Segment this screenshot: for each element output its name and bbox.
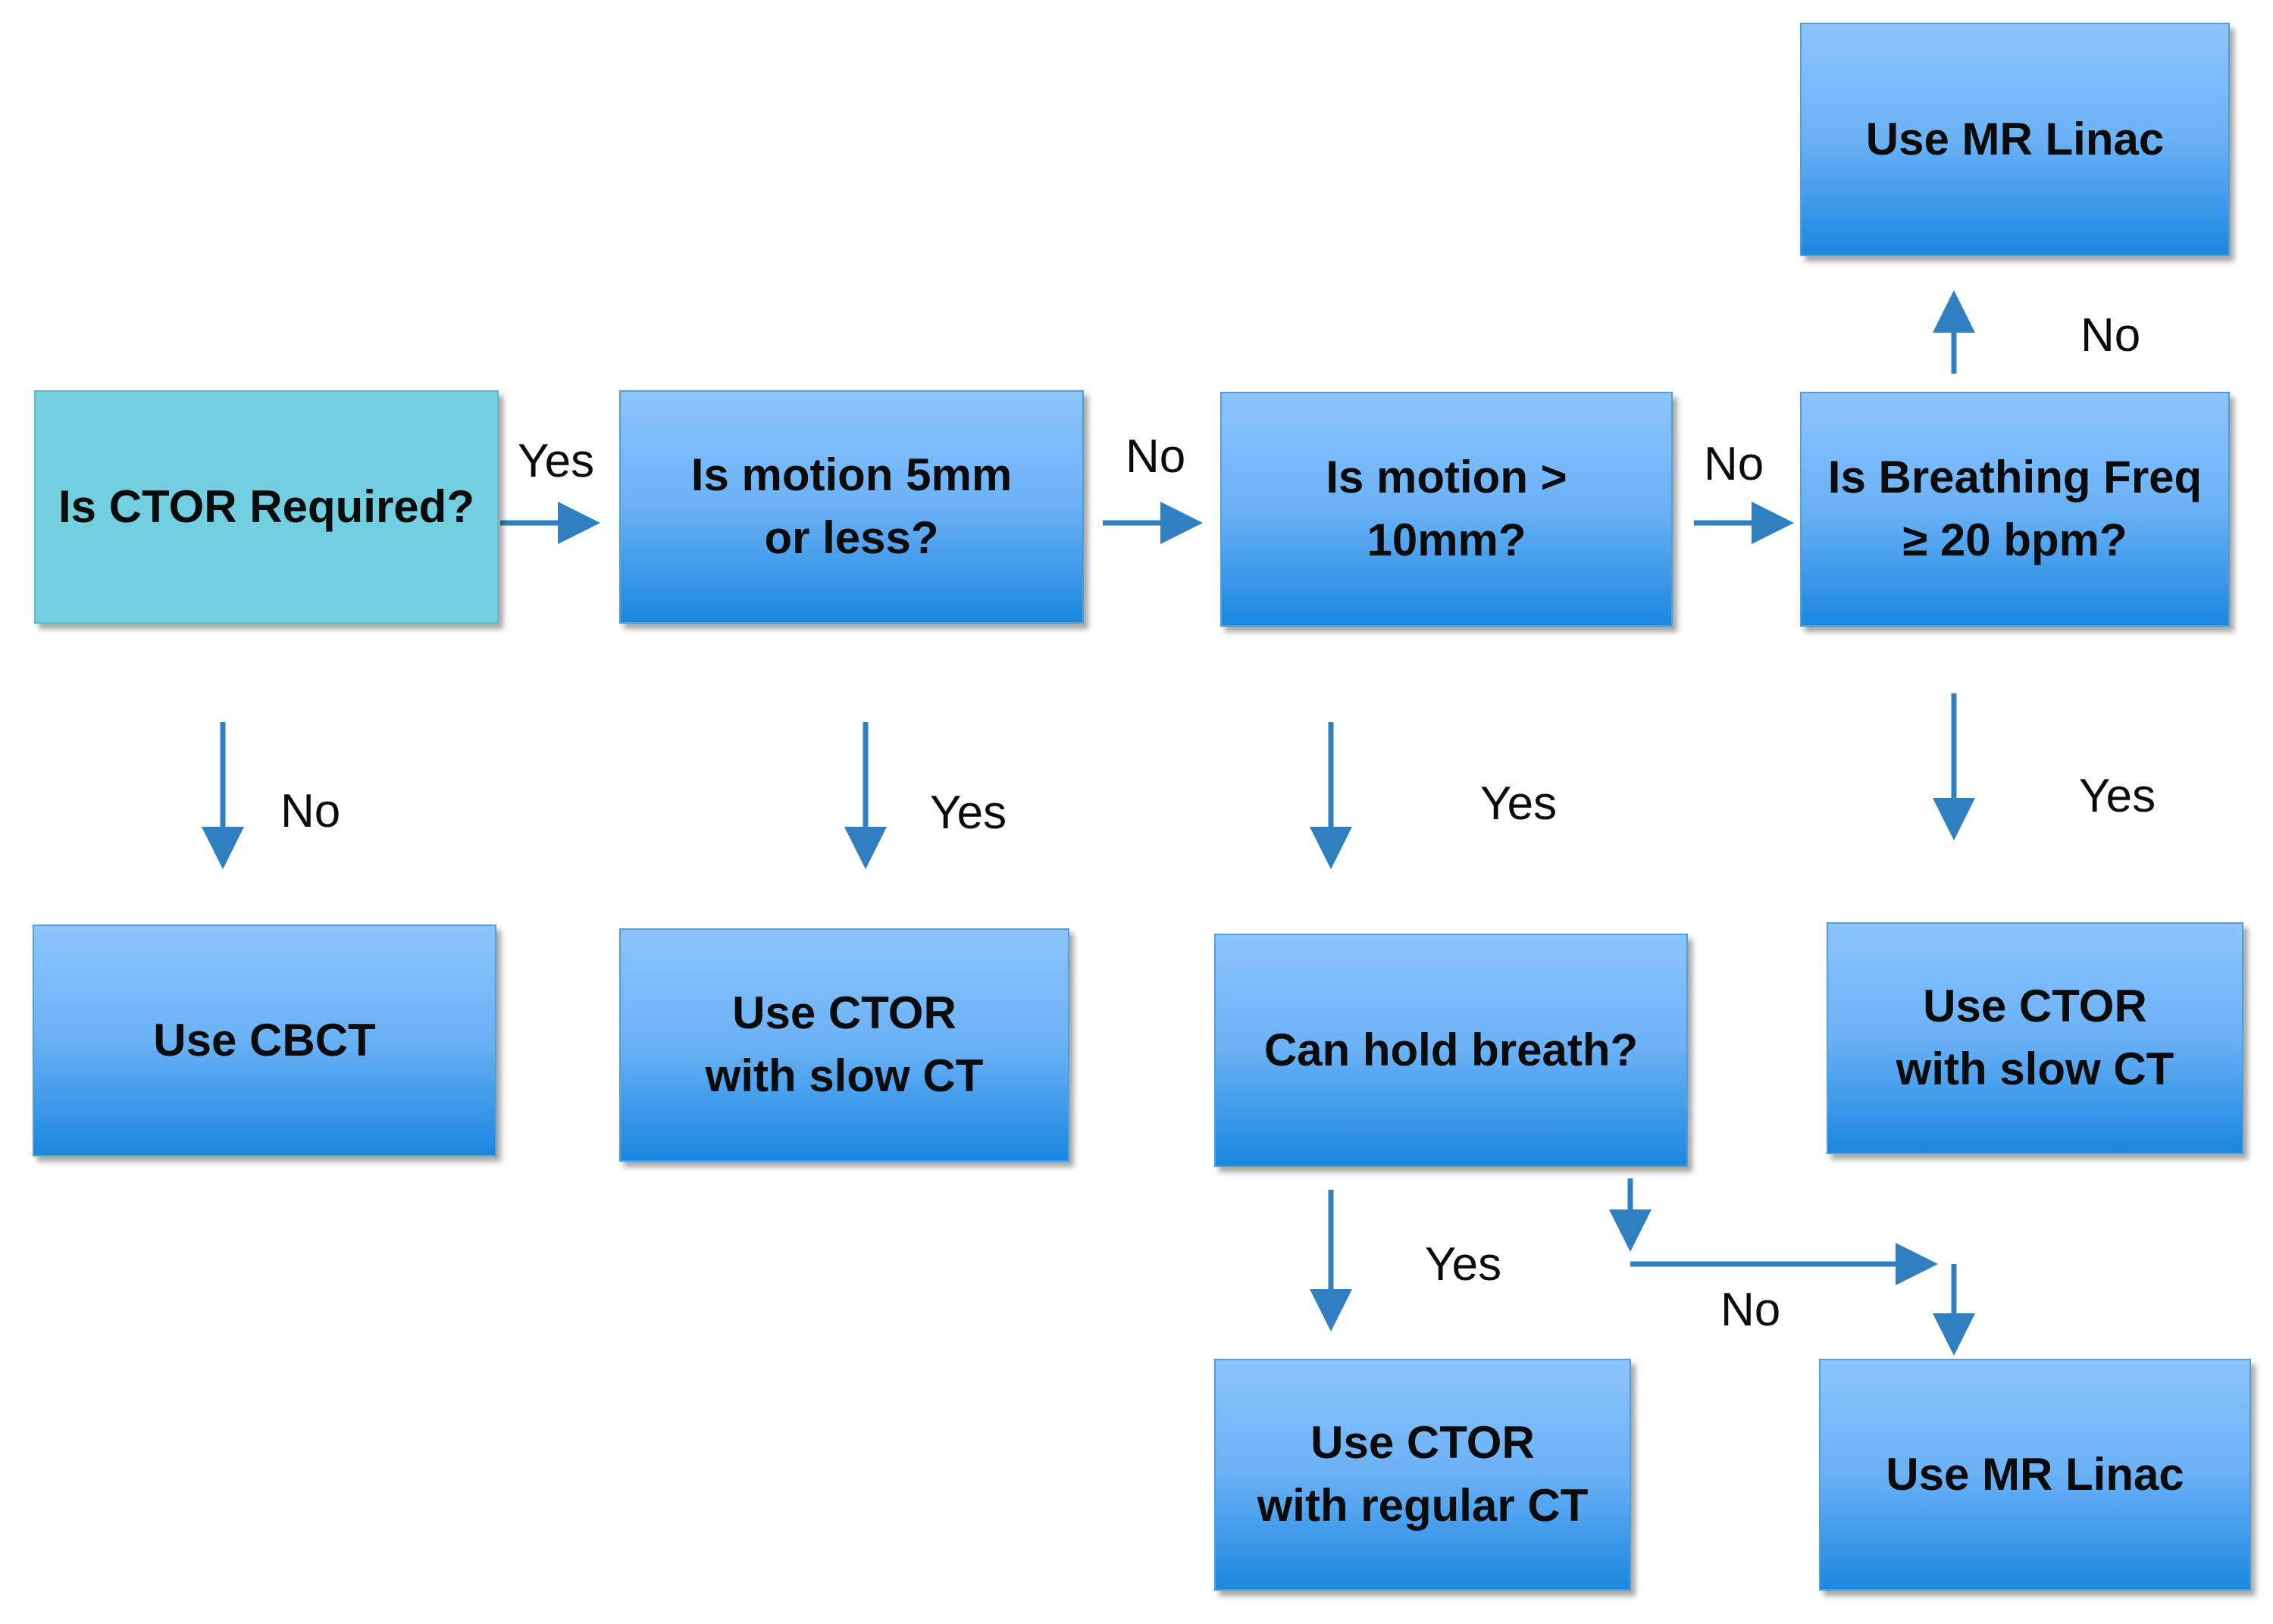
outcome-mr-linac-top: Use MR Linac [1800, 23, 2230, 256]
outcome-cbct: Use CBCT [33, 925, 496, 1156]
outcome-ctor-slow-ct-2-label: Use CTOR with slow CT [1896, 981, 2174, 1094]
decision-hold-breath-label: Can hold breath? [1263, 1024, 1639, 1075]
edge-label-motion5-no: No [1126, 430, 1186, 483]
outcome-mr-linac-top-label: Use MR Linac [1865, 113, 2165, 164]
edge-label-motion5-yes: Yes [930, 787, 1007, 839]
edge-label-breathing-yes: Yes [2079, 770, 2156, 822]
decision-hold-breath: Can hold breath? [1214, 934, 1688, 1167]
edge-label-breathing-no: No [2080, 309, 2141, 361]
outcome-ctor-slow-ct-2: Use CTOR with slow CT [1827, 922, 2243, 1154]
edge-label-motion10-yes: Yes [1480, 778, 1558, 830]
decision-breathing-freq: Is Breathing Freq ≥ 20 bpm? [1800, 392, 2230, 627]
decision-motion-10mm: Is motion > 10mm? [1220, 392, 1673, 627]
outcome-mr-linac-bottom-label: Use MR Linac [1886, 1448, 2184, 1500]
edge-label-holdbreath-no: No [1720, 1284, 1781, 1336]
outcome-ctor-slow-ct-1-label: Use CTOR with slow CT [705, 987, 984, 1101]
decision-motion-5mm: Is motion 5mm or less? [619, 390, 1084, 624]
decision-breathing-freq-label: Is Breathing Freq ≥ 20 bpm? [1827, 452, 2203, 565]
decision-ctor-required-label: Is CTOR Required? [58, 480, 474, 532]
edge-label-ctor-yes: Yes [518, 435, 595, 487]
edge-label-holdbreath-yes: Yes [1425, 1238, 1502, 1291]
outcome-cbct-label: Use CBCT [153, 1014, 376, 1065]
decision-motion-5mm-label: Is motion 5mm or less? [690, 449, 1013, 563]
edge-label-motion10-no: No [1704, 438, 1764, 490]
decision-ctor-required: Is CTOR Required? [34, 390, 499, 624]
edge-label-ctor-no: No [280, 785, 341, 837]
outcome-ctor-regular-ct: Use CTOR with regular CT [1214, 1359, 1631, 1591]
outcome-mr-linac-bottom: Use MR Linac [1819, 1359, 2251, 1591]
decision-motion-10mm-label: Is motion > 10mm? [1326, 452, 1567, 565]
outcome-ctor-slow-ct-1: Use CTOR with slow CT [619, 928, 1069, 1162]
outcome-ctor-regular-ct-label: Use CTOR with regular CT [1257, 1417, 1589, 1531]
